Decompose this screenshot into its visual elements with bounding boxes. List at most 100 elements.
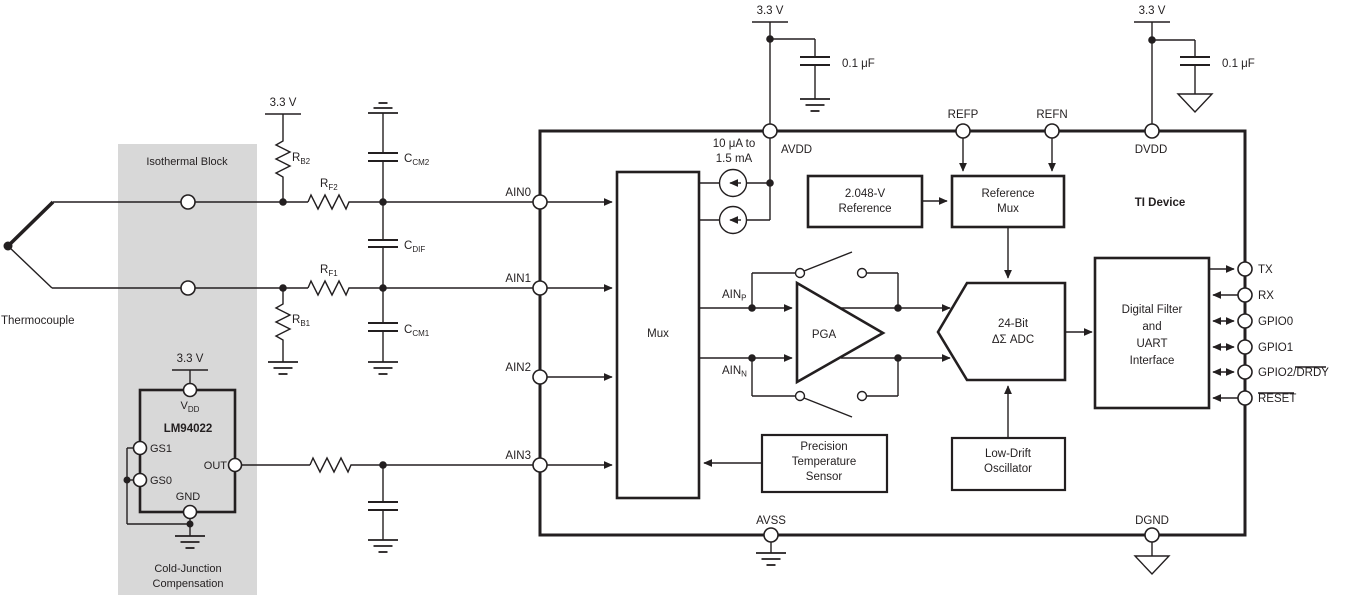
adc-label: ΔΣ ADC bbox=[992, 334, 1034, 346]
isothermal-block-label: Isothermal Block bbox=[146, 156, 228, 168]
ccm2-capacitor: CCM2 bbox=[368, 102, 430, 206]
ainp-label: AINP bbox=[722, 289, 747, 303]
pin-gpio0 bbox=[1237, 313, 1253, 329]
digital-filter-box bbox=[1093, 256, 1211, 410]
pin-ain0 bbox=[532, 194, 548, 210]
tx-pin-label: TX bbox=[1258, 264, 1273, 276]
ground-icon bbox=[368, 361, 398, 375]
lm94022-part-label: LM94022 bbox=[164, 423, 213, 435]
cdif-label: CDIF bbox=[404, 240, 425, 254]
ground-icon bbox=[368, 102, 398, 114]
avdd-cap-label: 0.1 μF bbox=[842, 58, 875, 70]
temp-sensor-label: Precision bbox=[800, 441, 847, 453]
refmux-label: Reference bbox=[981, 188, 1034, 200]
pga-symbol bbox=[795, 280, 886, 385]
pin-avss bbox=[763, 527, 779, 543]
cold-junction-label: Compensation bbox=[153, 578, 224, 590]
avss-pin-label: AVSS bbox=[756, 515, 786, 527]
mux-label: Mux bbox=[647, 328, 669, 340]
rb1-branch: RB1 bbox=[268, 288, 311, 375]
dgnd-pin-label: DGND bbox=[1135, 515, 1169, 527]
pin-ain1 bbox=[532, 280, 548, 296]
digital-ground-icon bbox=[1133, 555, 1171, 576]
lm94022-gs1-label: GS1 bbox=[150, 443, 172, 455]
refmux-box bbox=[950, 174, 1066, 229]
ccm2-label: CCM2 bbox=[404, 153, 430, 167]
switch-icon bbox=[794, 390, 806, 402]
gpio2-drdy-pin-label: GPIO2/DRDY bbox=[1258, 367, 1329, 379]
avdd-supply: 3.3 V 0.1 μF bbox=[752, 5, 875, 124]
rb2-branch: 3.3 V RB2 bbox=[265, 97, 311, 206]
switch-icon bbox=[794, 267, 806, 279]
pin-rx bbox=[1237, 287, 1253, 303]
ti-device-label: TI Device bbox=[1135, 197, 1186, 209]
rf2-resistor: RF2 bbox=[307, 178, 533, 211]
gpio0-pin-label: GPIO0 bbox=[1258, 316, 1293, 328]
rb2-rail-label: 3.3 V bbox=[270, 97, 297, 109]
pin-reset bbox=[1237, 390, 1253, 406]
current-source-label: 10 μA to bbox=[713, 138, 755, 150]
lm94022-pin-gs0 bbox=[132, 472, 148, 488]
ain3-pin-label: AIN3 bbox=[505, 450, 531, 462]
ccm1-label: CCM1 bbox=[404, 324, 430, 338]
rf2-label: RF2 bbox=[320, 178, 338, 192]
thermocouple: Thermocouple bbox=[1, 194, 308, 327]
dvdd-rail-label: 3.3 V bbox=[1139, 5, 1166, 17]
lm94022-gs0-label: GS0 bbox=[150, 475, 172, 487]
ain3-resistor-icon bbox=[309, 456, 352, 474]
lm94022-pin-out bbox=[227, 457, 243, 473]
ain1-pin-label: AIN1 bbox=[505, 273, 531, 285]
pga-bypass-switch-top bbox=[751, 251, 899, 308]
refmux-label: Mux bbox=[997, 203, 1019, 215]
digital-filter-label: Digital Filter bbox=[1122, 304, 1183, 316]
oscillator-label: Oscillator bbox=[984, 463, 1032, 475]
vref-box bbox=[806, 174, 924, 229]
digital-filter-label: UART bbox=[1136, 338, 1167, 350]
rb2-label: RB2 bbox=[292, 152, 311, 166]
pin-dgnd bbox=[1144, 527, 1160, 543]
ainn-label: AINN bbox=[722, 365, 747, 379]
ti-device: TI Device Mux 10 μA to 1.5 mA bbox=[505, 109, 1329, 576]
lm94022-out-label: OUT bbox=[204, 460, 228, 472]
digital-filter-label: Interface bbox=[1130, 355, 1175, 367]
pin-gpio2-drdy bbox=[1237, 364, 1253, 380]
oscillator-label: Low-Drift bbox=[985, 448, 1032, 460]
ccm1-capacitor: CCM1 bbox=[368, 288, 430, 375]
pin-dvdd bbox=[1144, 123, 1160, 139]
isothermal-terminal-top bbox=[180, 194, 196, 210]
pga-bypass-switch-bottom bbox=[751, 358, 899, 418]
temp-sensor-label: Sensor bbox=[806, 471, 843, 483]
rb2-resistor-icon bbox=[274, 138, 292, 180]
burnout-current-sources: 10 μA to 1.5 mA bbox=[699, 138, 774, 235]
digital-ground-icon bbox=[1176, 93, 1214, 114]
ain2-pin-label: AIN2 bbox=[505, 362, 531, 374]
switch-icon bbox=[856, 390, 868, 402]
vref-label: 2.048-V bbox=[845, 188, 886, 200]
pin-ain2 bbox=[532, 369, 548, 385]
dvdd-cap-label: 0.1 μF bbox=[1222, 58, 1255, 70]
pga-input-lines: AINP AINN bbox=[699, 289, 793, 379]
rb1-label: RB1 bbox=[292, 314, 311, 328]
ti-device-box bbox=[538, 129, 1247, 537]
pin-refp bbox=[955, 123, 971, 139]
ain3-filter bbox=[241, 456, 533, 553]
lm94022-pin-gnd bbox=[182, 504, 198, 520]
cdif-capacitor: CDIF bbox=[368, 202, 425, 292]
lm94022-pin-vdd bbox=[182, 382, 198, 398]
lm94022-circuit: 3.3 V VDD LM94022 GS1 GS0 OUT GND Cold-J… bbox=[123, 353, 243, 590]
ain0-pin-label: AIN0 bbox=[505, 187, 531, 199]
isothermal-terminal-bottom bbox=[180, 280, 196, 296]
pin-refn bbox=[1044, 123, 1060, 139]
lm94022-pin-gs1 bbox=[132, 440, 148, 456]
ground-icon bbox=[175, 535, 205, 549]
lm94022-rail-label: 3.3 V bbox=[177, 353, 204, 365]
switch-icon bbox=[856, 267, 868, 279]
dvdd-supply: 3.3 V 0.1 μF bbox=[1134, 5, 1255, 124]
current-source-label: 1.5 mA bbox=[716, 153, 753, 165]
digital-filter-label: and bbox=[1142, 321, 1161, 333]
rf2-resistor-icon bbox=[307, 193, 352, 211]
ground-icon bbox=[800, 98, 830, 112]
avdd-rail-label: 3.3 V bbox=[757, 5, 784, 17]
rf1-resistor-icon bbox=[307, 279, 352, 297]
